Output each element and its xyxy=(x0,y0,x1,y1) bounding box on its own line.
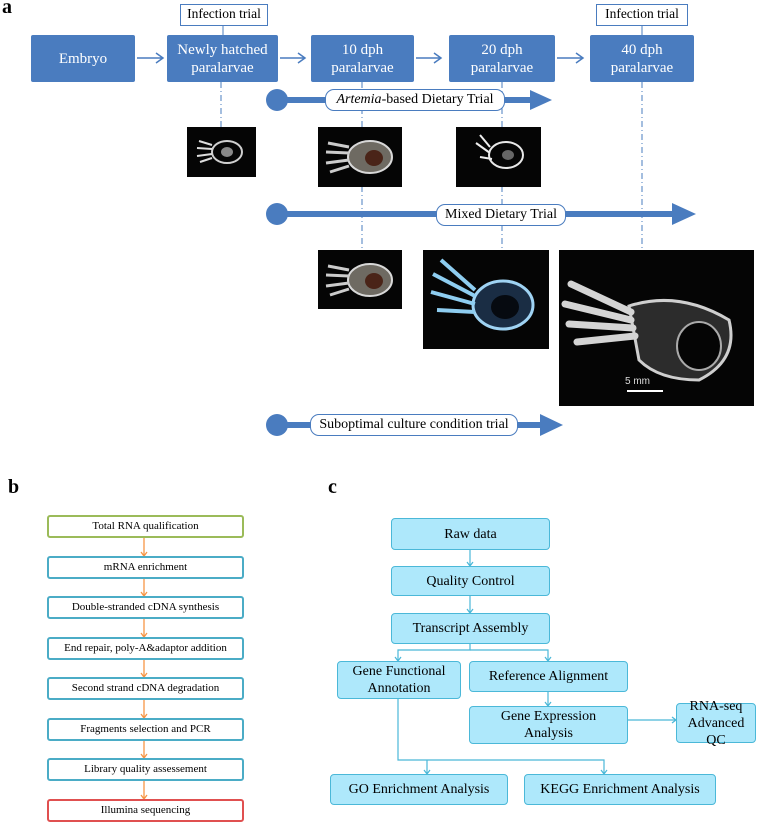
step-cdna-synthesis: Double-stranded cDNA synthesis xyxy=(47,596,244,619)
paralarva-image xyxy=(196,140,243,164)
rnaseq-line2: Advanced QC xyxy=(687,715,745,748)
artemia-rest: -based Dietary Trial xyxy=(381,92,494,107)
step-total-rna: Total RNA qualification xyxy=(47,515,244,538)
stage-arrow xyxy=(280,52,307,64)
photo-10dph-mixed xyxy=(318,250,402,309)
node-kegg-enrichment: KEGG Enrichment Analysis xyxy=(524,774,716,805)
stage-newly-hatched: Newly hatched paralarvae xyxy=(167,35,278,82)
rnaseq-line1: RNA-seq xyxy=(689,698,743,714)
gene-func-line2: Annotation xyxy=(367,681,431,696)
step-mrna-enrichment: mRNA enrichment xyxy=(47,556,244,579)
panel-b-label: b xyxy=(8,476,20,498)
step-illumina: Illumina sequencing xyxy=(47,799,244,822)
step-library-quality: Library quality assessement xyxy=(47,758,244,781)
mixed-trial-label: Mixed Dietary Trial xyxy=(436,204,566,226)
node-gene-expression: Gene Expression Analysis xyxy=(469,706,628,744)
stage-arrow xyxy=(416,52,443,64)
paralarva-image xyxy=(325,263,393,297)
scale-bar-label: 5 mm xyxy=(625,376,650,387)
step-end-repair: End repair, poly-A&adaptor addition xyxy=(47,637,244,660)
step-fragments: Fragments selection and PCR xyxy=(47,718,244,741)
gene-expr-line1: Gene Expression xyxy=(500,709,597,724)
stage-10dph: 10 dph paralarvae xyxy=(311,35,414,82)
panel-a-label: a xyxy=(2,0,12,18)
stage-arrow xyxy=(557,52,585,64)
suboptimal-trial-label: Suboptimal culture condition trial xyxy=(310,414,518,436)
photo-newly-hatched xyxy=(187,127,256,177)
paralarva-image xyxy=(475,134,524,169)
artemia-italic: Artemia xyxy=(336,92,382,107)
node-gene-functional-annotation: Gene Functional Annotation xyxy=(337,661,461,699)
infection-trial-box-1: Infection trial xyxy=(180,4,268,26)
photo-20dph-mixed xyxy=(423,250,549,349)
stage-40dph: 40 dph paralarvae xyxy=(590,35,694,82)
paralarva-image xyxy=(430,258,535,331)
stage-arrow xyxy=(137,52,165,64)
infection-trial-box-2: Infection trial xyxy=(596,4,688,26)
photo-40dph: 5 mm xyxy=(559,250,754,406)
stage-20dph: 20 dph paralarvae xyxy=(449,35,555,82)
photo-10dph-artemia xyxy=(318,127,402,187)
gene-expr-line2: Analysis xyxy=(524,726,573,741)
stage-embryo: Embryo xyxy=(31,35,135,82)
paralarva-image xyxy=(561,280,733,392)
node-quality-control: Quality Control xyxy=(391,566,550,596)
node-raw-data: Raw data xyxy=(391,518,550,550)
paralarva-image xyxy=(325,140,393,174)
artemia-trial-label: Artemia-based Dietary Trial xyxy=(325,89,505,111)
node-transcript-assembly: Transcript Assembly xyxy=(391,613,550,644)
node-go-enrichment: GO Enrichment Analysis xyxy=(330,774,508,805)
step-second-strand: Second strand cDNA degradation xyxy=(47,677,244,700)
node-reference-alignment: Reference Alignment xyxy=(469,661,628,692)
node-rnaseq-qc: RNA-seq Advanced QC xyxy=(676,699,756,748)
gene-func-line1: Gene Functional xyxy=(352,664,446,679)
photo-20dph-artemia xyxy=(456,127,541,187)
panel-c-label: c xyxy=(328,476,337,498)
